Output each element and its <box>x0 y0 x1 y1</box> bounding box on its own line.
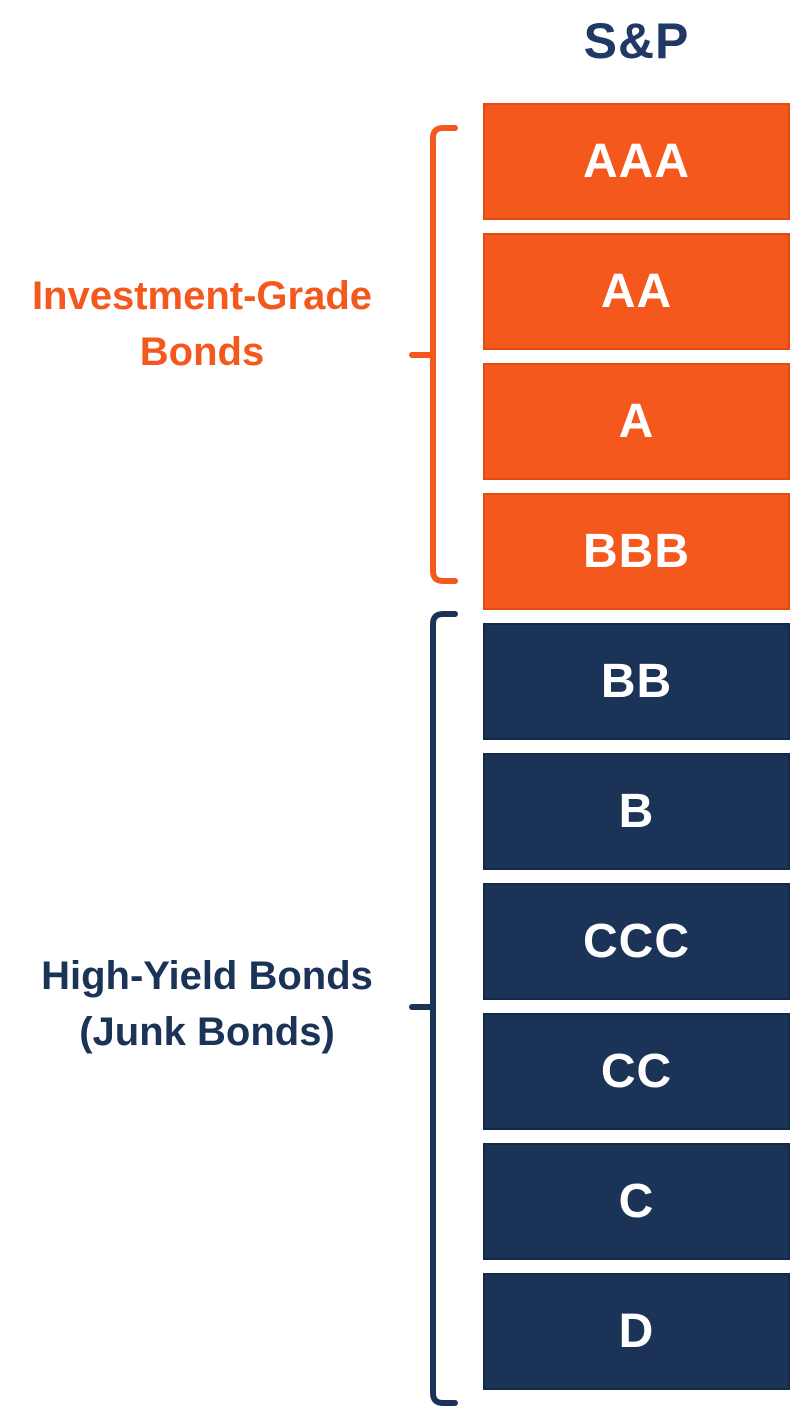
ratings-column: AAA AA A BBB BB B CCC CC C D <box>483 103 790 1390</box>
investment-grade-label-line1: Investment-Grade <box>31 274 373 318</box>
rating-label: AA <box>600 265 673 318</box>
investment-grade-label: Investment-Grade Bonds <box>0 268 404 380</box>
rating-label: D <box>618 1305 655 1358</box>
high-yield-label-line2: (Junk Bonds) <box>79 1010 335 1054</box>
investment-grade-bracket <box>409 125 458 584</box>
rating-label: BB <box>600 655 673 708</box>
rating-label: CCC <box>583 915 690 968</box>
rating-box-bbb: BBB <box>483 493 790 610</box>
rating-box-d: D <box>483 1273 790 1390</box>
rating-label: CC <box>600 1045 673 1098</box>
rating-box-b: B <box>483 753 790 870</box>
investment-grade-label-line2: Bonds <box>139 330 265 374</box>
rating-box-a: A <box>483 363 790 480</box>
rating-label: AAA <box>583 135 690 188</box>
rating-label: B <box>618 785 655 838</box>
high-yield-label: High-Yield Bonds (Junk Bonds) <box>0 948 414 1060</box>
rating-box-aaa: AAA <box>483 103 790 220</box>
rating-label: BBB <box>583 525 690 578</box>
column-title-sp: S&P <box>583 13 690 69</box>
rating-label: C <box>618 1175 655 1228</box>
rating-label: A <box>618 395 655 448</box>
high-yield-bracket <box>409 611 458 1406</box>
rating-box-cc: CC <box>483 1013 790 1130</box>
rating-box-aa: AA <box>483 233 790 350</box>
rating-box-ccc: CCC <box>483 883 790 1000</box>
rating-box-c: C <box>483 1143 790 1260</box>
high-yield-label-line1: High-Yield Bonds <box>41 954 373 998</box>
rating-box-bb: BB <box>483 623 790 740</box>
